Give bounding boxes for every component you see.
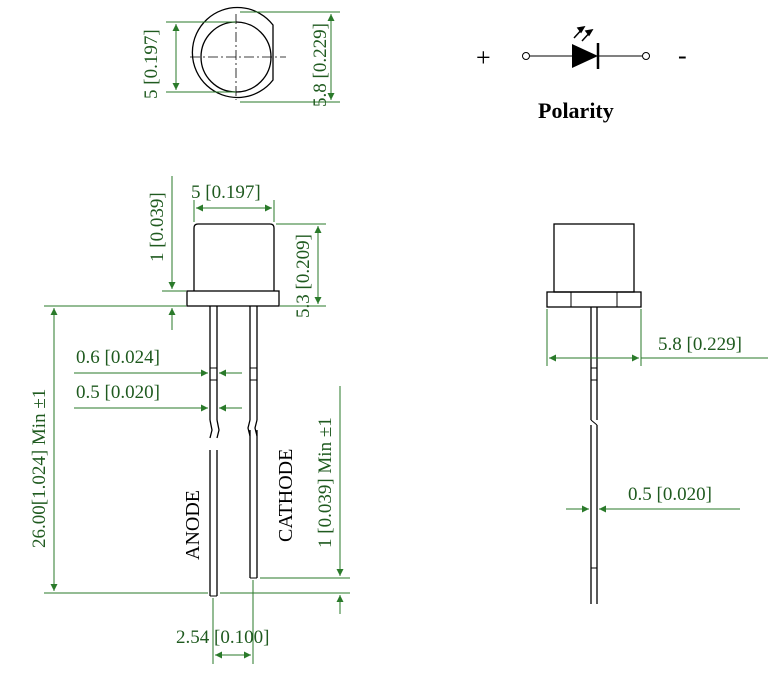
front-lead-difference-label: 1 [0.039] Min ±1	[315, 417, 336, 548]
front-lead-width-wide-label: 0.6 [0.024]	[76, 347, 160, 368]
front-lead-spacing-dimension: 2.54 [0.100]	[176, 580, 269, 664]
front-lead-width-wide-dimension: 0.6 [0.024]	[74, 347, 242, 377]
front-flange-height-dimension: 1 [0.039]	[147, 176, 186, 330]
front-lead-length-label: 26.00[1.024] Min ±1	[29, 389, 50, 548]
side-lead-thickness-dimension: 0.5 [0.020]	[566, 484, 740, 513]
polarity-plus: +	[476, 43, 491, 72]
front-lead-width-narrow-dimension: 0.5 [0.020]	[74, 382, 242, 412]
front-lead-difference-dimension: 1 [0.039] Min ±1	[220, 386, 350, 614]
top-flange-diameter-label: 5.8 [0.229]	[310, 23, 331, 107]
front-view-outline	[186, 223, 280, 597]
front-lead-spacing-label: 2.54 [0.100]	[176, 627, 269, 648]
side-flange-width-dimension: 5.8 [0.229]	[546, 309, 768, 366]
top-flange-diameter-dimension: 5.8 [0.229]	[240, 11, 340, 107]
top-lens-diameter-dimension: 5 [0.197]	[141, 21, 236, 99]
front-lead-width-narrow-label: 0.5 [0.020]	[76, 382, 160, 403]
front-view: 5 [0.197] 1 [0.039] 5.3 [0.209] 26.00[1.…	[29, 176, 350, 664]
top-lens-diameter-label: 5 [0.197]	[141, 29, 162, 99]
top-view: 5 [0.197] 5.8 [0.229]	[141, 6, 340, 107]
side-lead-thickness-label: 0.5 [0.020]	[628, 484, 712, 505]
front-body-width-label: 5 [0.197]	[191, 182, 261, 203]
side-flange-width-label: 5.8 [0.229]	[658, 334, 742, 355]
diode-triangle-icon	[572, 44, 598, 68]
polarity-label: Polarity	[538, 98, 614, 123]
side-view: 5.8 [0.229] 0.5 [0.020]	[546, 223, 768, 604]
side-view-outline	[546, 223, 642, 604]
light-emission-icon	[573, 25, 594, 42]
polarity-minus: -	[678, 41, 687, 70]
anode-label: ANODE	[182, 490, 204, 560]
cathode-label: CATHODE	[275, 449, 297, 542]
front-body-height-dimension: 5.3 [0.209]	[276, 223, 326, 318]
front-flange-height-label: 1 [0.039]	[147, 192, 168, 262]
front-body-height-label: 5.3 [0.209]	[293, 234, 314, 318]
front-body-width-dimension: 5 [0.197]	[191, 182, 275, 222]
top-view-outline	[190, 6, 286, 100]
front-lead-length-dimension: 26.00[1.024] Min ±1	[29, 305, 208, 594]
polarity-symbol: + - Polarity	[476, 25, 687, 123]
